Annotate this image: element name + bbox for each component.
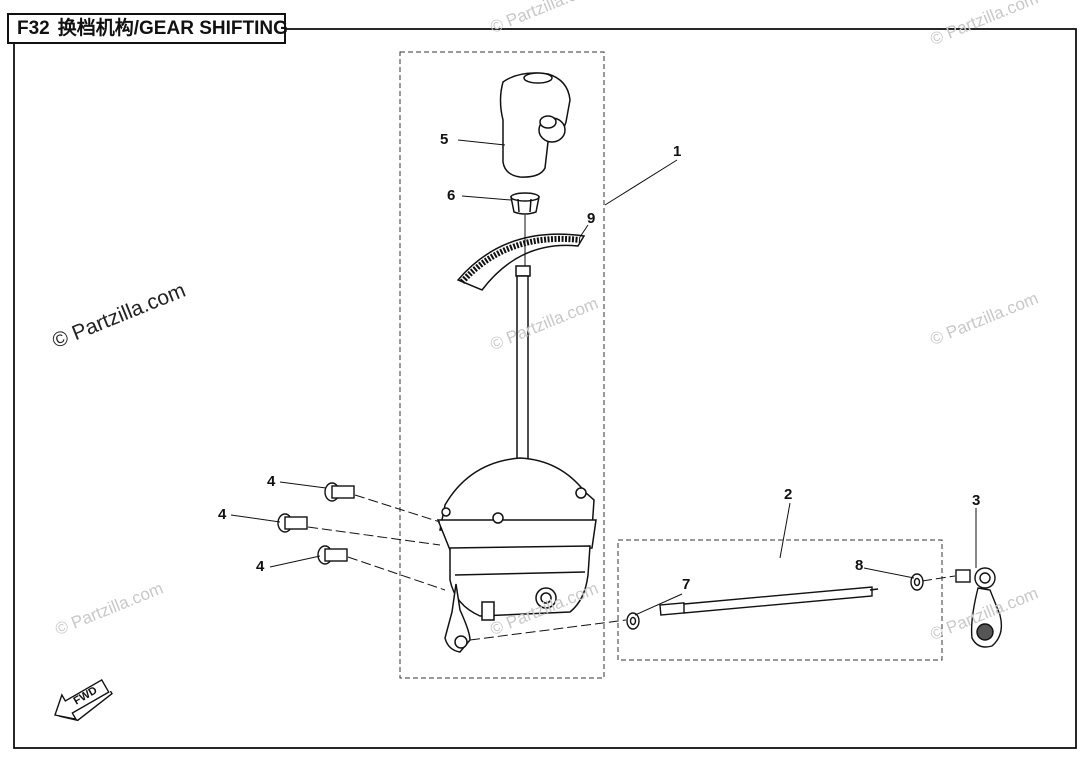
callout-9: 9 — [587, 210, 596, 227]
callout-4: 4 — [256, 558, 265, 575]
callout-6: 6 — [447, 187, 456, 204]
callout-4: 4 — [267, 473, 276, 490]
callout-5: 5 — [440, 131, 449, 148]
callout-4: 4 — [218, 506, 227, 523]
diagram-name: 换档机构/GEAR SHIFTING — [57, 18, 288, 39]
callout-1: 1 — [673, 143, 682, 160]
diagram-code: F32 — [17, 18, 50, 39]
shifter-housing — [436, 457, 597, 653]
diagram-title: F32 换档机构/GEAR SHIFTING — [7, 13, 288, 44]
callout-8: 8 — [855, 557, 864, 574]
assembly-lines — [307, 494, 956, 641]
callout-2: 2 — [784, 486, 793, 503]
shift-knob — [499, 72, 571, 178]
shift-rod — [659, 586, 879, 616]
knob-nut — [510, 192, 540, 215]
callout-3: 3 — [972, 492, 981, 509]
bolt-2 — [277, 513, 308, 533]
ball-joint-arm — [955, 567, 1003, 648]
callout-7: 7 — [682, 576, 691, 593]
rod-group-box — [617, 539, 943, 661]
leader-lines — [230, 139, 977, 616]
shift-gate-strip — [456, 233, 586, 291]
shifter-group-box — [399, 51, 605, 679]
bolt-1 — [324, 482, 355, 502]
bolt-3 — [317, 545, 348, 565]
fwd-arrow-icon — [54, 678, 113, 722]
nut-8 — [910, 573, 924, 591]
outer-border — [13, 28, 1077, 749]
nut-7 — [626, 612, 640, 630]
